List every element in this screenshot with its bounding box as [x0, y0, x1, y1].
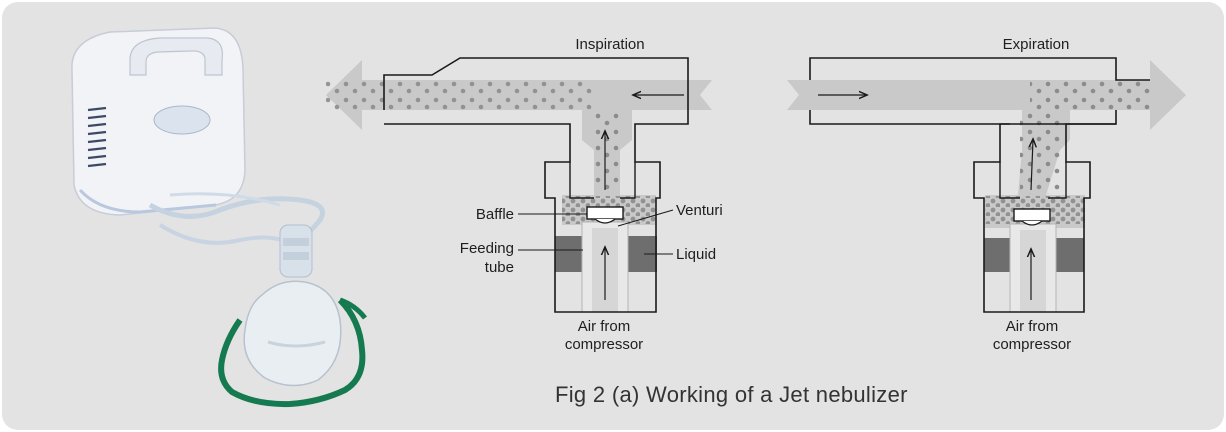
- nebulizer-device-photo: [71, 27, 367, 408]
- expiration-diagram: Expiration Air from compressor: [787, 36, 1186, 353]
- inspiration-diagram: Inspiration Baffle Venturi Feeding tube …: [326, 36, 723, 353]
- brand-logo: [153, 105, 211, 135]
- feeding-tube-label-1: Feeding: [460, 240, 514, 257]
- compressor-handle: [129, 37, 224, 76]
- baffle: [586, 206, 624, 220]
- inspiration-title: Inspiration: [575, 36, 644, 53]
- face-mask: [243, 280, 342, 387]
- air-source-label-right-2: compressor: [993, 336, 1071, 353]
- expiration-title: Expiration: [1003, 36, 1070, 53]
- figure-caption: Fig 2 (a) Working of a Jet nebulizer: [555, 382, 908, 407]
- venturi-label: Venturi: [676, 202, 723, 219]
- air-source-label-1: Air from: [578, 318, 631, 335]
- vent-grille: [87, 106, 107, 168]
- expiration-airflow: [787, 60, 1186, 130]
- liquid-label: Liquid: [676, 246, 716, 263]
- feeding-tube-label-2: tube: [485, 259, 514, 276]
- nebulizer-cup: [279, 224, 313, 278]
- air-source-label-right-1: Air from: [1006, 318, 1059, 335]
- air-source-label-2: compressor: [565, 336, 643, 353]
- baffle-label: Baffle: [476, 206, 514, 223]
- mask-strap: [218, 297, 366, 408]
